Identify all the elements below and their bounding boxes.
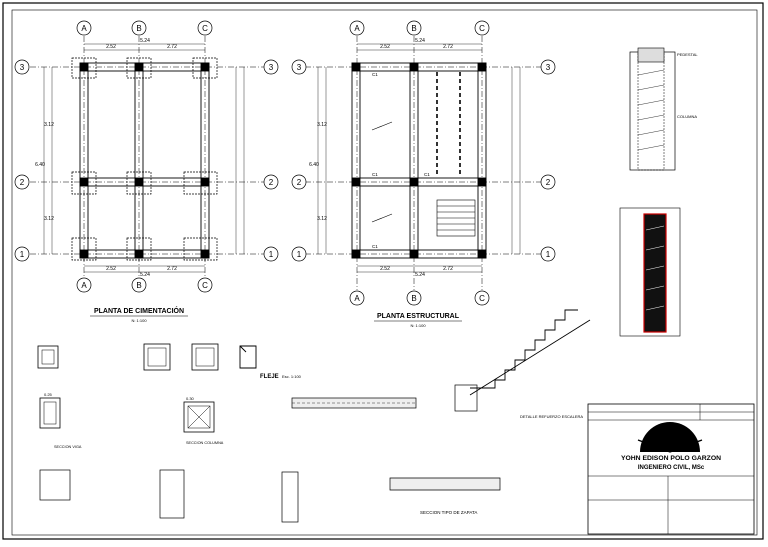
detail-title: FLEJE: [260, 374, 279, 380]
axis-label: 3: [546, 63, 551, 72]
axis-label: 1: [269, 250, 274, 259]
sun-logo-icon: [637, 422, 703, 453]
elevation-label: COLUMNA: [677, 114, 697, 119]
dimension-text: 6.40: [35, 162, 45, 168]
engineer-name: YOHN EDISON POLO GARZON: [621, 455, 721, 462]
elevation-label: PEDESTAL: [677, 52, 698, 57]
axis-label: A: [354, 24, 360, 33]
column-label: C1: [372, 244, 378, 249]
sheet-border: [2, 2, 764, 540]
stair-plan: [436, 199, 476, 237]
column-elevations: PEDESTAL COLUMNA: [619, 47, 698, 337]
column-label: C1: [372, 172, 378, 177]
axis-label: B: [136, 281, 141, 290]
dimension-text: 3.12: [317, 122, 327, 128]
axis-label: 2: [297, 178, 302, 187]
axis-label: 3: [297, 63, 302, 72]
dimension-text: 0.30: [186, 396, 195, 401]
column-label: C1: [372, 72, 378, 77]
detail-scale: Esc. 1:100: [282, 374, 302, 379]
details-section: FLEJE Esc. 1:100 DETALLE REFUERZO ESCALE…: [37, 309, 591, 523]
dimension-text: 5.24: [415, 38, 425, 44]
axis-label: 1: [297, 250, 302, 259]
axis-label: 1: [20, 250, 25, 259]
dimension-text: 2.52: [380, 44, 390, 50]
engineer-profession: INGENIERO CIVIL, MSc: [638, 465, 705, 471]
dimension-text: 3.12: [317, 216, 327, 222]
plan-cimentacion: A B C A B C 3 2 1 3 2 1 2.52 2.72 5.24 2…: [14, 20, 279, 323]
axis-label: C: [202, 24, 208, 33]
axis-label: A: [81, 281, 87, 290]
detail-title: DETALLE REFUERZO ESCALERA: [520, 414, 583, 419]
axis-label: A: [354, 294, 360, 303]
axis-label: 3: [269, 63, 274, 72]
plan-estructural: C1 C1 C1 C1 A B C A B C 3 2 1 3: [291, 20, 556, 328]
dimension-text: 6.40: [309, 162, 319, 168]
axis-label: 2: [546, 178, 551, 187]
detail-title: SECCION TIPO DE ZAPATA: [420, 510, 477, 515]
dimension-text: 2.52: [380, 266, 390, 272]
axis-label: 2: [269, 178, 274, 187]
axis-label: B: [411, 24, 416, 33]
axis-label: 3: [20, 63, 25, 72]
detail-title: SECCION VIGA: [54, 445, 82, 449]
dimension-text: 2.72: [167, 266, 177, 272]
title-block: YOHN EDISON POLO GARZON INGENIERO CIVIL,…: [587, 403, 755, 535]
plan-title: PLANTA ESTRUCTURAL: [377, 313, 460, 320]
dimension-text: 5.24: [415, 272, 425, 278]
column-label: C1: [424, 172, 430, 177]
axis-label: B: [136, 24, 141, 33]
dimension-text: 2.52: [106, 266, 116, 272]
dimension-text: 0.25: [44, 392, 53, 397]
dimension-text: 3.12: [44, 216, 54, 222]
axis-label: A: [81, 24, 87, 33]
dimension-text: 2.52: [106, 44, 116, 50]
plan-scale: N: 1:100: [410, 323, 426, 328]
axis-label: 2: [20, 178, 25, 187]
dimension-text: 2.72: [443, 266, 453, 272]
axis-label: B: [411, 294, 416, 303]
sheet-inner-border: [11, 9, 758, 536]
detail-title: SECCION COLUMNA: [186, 441, 224, 445]
axis-label: C: [479, 24, 485, 33]
axis-label: 1: [546, 250, 551, 259]
dimension-text: 2.72: [167, 44, 177, 50]
axis-label: C: [202, 281, 208, 290]
plan-scale: N: 1:100: [131, 318, 147, 323]
dimension-text: 2.72: [443, 44, 453, 50]
axis-label: C: [479, 294, 485, 303]
dimension-text: 5.24: [140, 272, 150, 278]
dimension-text: 3.12: [44, 122, 54, 128]
dimension-text: 5.24: [140, 38, 150, 44]
plan-title: PLANTA DE CIMENTACIÓN: [94, 306, 184, 315]
